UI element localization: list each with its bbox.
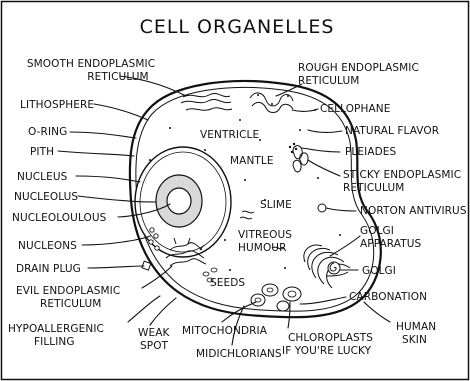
label-nucleoloulous: NUCLEOLOULOUS bbox=[12, 212, 107, 224]
label-golgi-apparatus-2: APPARATUS bbox=[360, 238, 421, 250]
label-hypoallergenic-2: FILLING bbox=[34, 336, 75, 348]
label-golgi-apparatus-1: GOLGI bbox=[360, 225, 394, 237]
label-smooth-er-1: SMOOTH ENDOPLASMIC bbox=[27, 58, 155, 70]
label-norton: NORTON ANTIVIRUS bbox=[360, 205, 467, 217]
label-human-skin-1: HUMAN bbox=[396, 321, 436, 333]
label-ventricle: VENTRICLE bbox=[200, 129, 259, 141]
label-sticky-er-2: RETICULUM bbox=[343, 182, 404, 194]
title: CELL ORGANELLES bbox=[140, 16, 335, 38]
label-lithosphere: LITHOSPHERE bbox=[20, 99, 94, 111]
label-evil-er-1: EVIL ENDOPLASMIC bbox=[16, 285, 120, 297]
label-nucleus: NUCLEUS bbox=[17, 171, 68, 183]
label-mitochondria: MITOCHONDRIA bbox=[182, 325, 268, 337]
label-rough-er-2: RETICULUM bbox=[298, 75, 359, 87]
label-rough-er-1: ROUGH ENDOPLASMIC bbox=[298, 62, 419, 74]
label-pith: PITH bbox=[30, 146, 54, 158]
label-nucleolus: NUCLEOLUS bbox=[14, 191, 78, 203]
label-mantle: MANTLE bbox=[230, 155, 274, 167]
label-chloroplasts-1: CHLOROPLASTS bbox=[288, 332, 373, 344]
label-chloroplasts-2: IF YOU'RE LUCKY bbox=[282, 345, 372, 357]
label-vitreous-1: VITREOUS bbox=[238, 229, 292, 241]
label-slime: SLIME bbox=[260, 199, 292, 211]
label-weak-spot-1: WEAK bbox=[138, 327, 170, 339]
label-human-skin-2: SKIN bbox=[402, 334, 427, 346]
label-drain-plug: DRAIN PLUG bbox=[16, 263, 81, 275]
label-sticky-er-1: STICKY ENDOPLASMIC bbox=[343, 169, 461, 181]
nucleoloulous bbox=[167, 188, 191, 214]
label-smooth-er-2: RETICULUM bbox=[87, 71, 148, 83]
label-weak-spot-2: SPOT bbox=[140, 340, 169, 352]
label-golgi: GOLGI bbox=[362, 265, 396, 277]
norton-organelle bbox=[318, 204, 326, 212]
label-carbonation: CARBONATION bbox=[349, 291, 427, 303]
label-vitreous-2: HUMOUR bbox=[238, 242, 287, 254]
label-cellophane: CELLOPHANE bbox=[320, 103, 390, 115]
label-natural-flavor: NATURAL FLAVOR bbox=[345, 125, 439, 137]
label-evil-er-2: RETICULUM bbox=[40, 298, 101, 310]
label-midichlorians: MIDICHLORIANS bbox=[196, 348, 282, 360]
label-o-ring: O-RING bbox=[28, 126, 67, 138]
label-hypoallergenic-1: HYPOALLERGENIC bbox=[8, 323, 104, 335]
label-seeds: SEEDS bbox=[210, 277, 245, 289]
label-nucleons: NUCLEONS bbox=[18, 240, 77, 252]
label-pleiades: PLEIADES bbox=[345, 146, 397, 158]
